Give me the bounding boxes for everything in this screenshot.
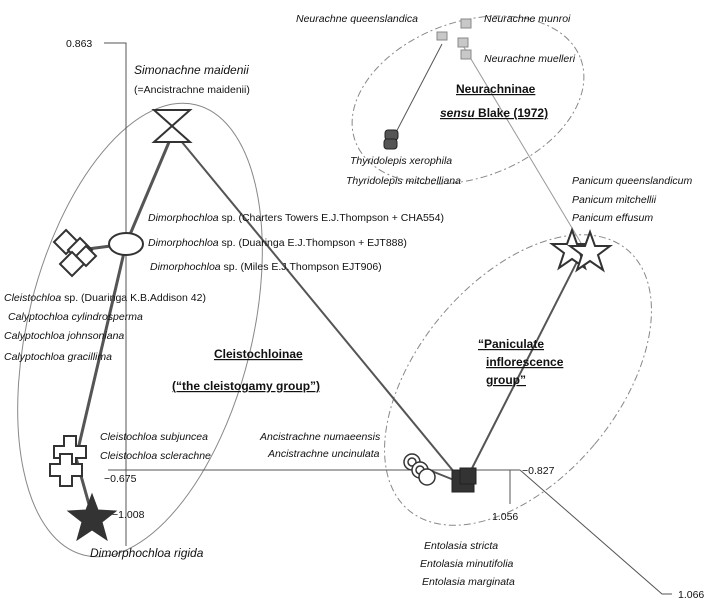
link-neurachne-to-panicum — [461, 43, 585, 249]
label-dimorphochloa-3: Dimorphochloa sp. (Miles E.J.Thompson EJ… — [150, 261, 382, 273]
thyridolepis-symbols — [383, 129, 399, 150]
axis-value-right-a: −0.827 — [522, 465, 555, 477]
label-ancistrachne-uncinulata: Ancistrachne uncinulata — [267, 448, 380, 460]
label-panicum-queenslandicum: Panicum queenslandicum — [572, 175, 692, 187]
label-dimorphochloa-2: Dimorphochloa sp. (Duaringa E.J.Thompson… — [148, 237, 407, 249]
label-panicum-effusum: Panicum effusum — [572, 212, 653, 224]
axis-value-bottom-left-b: −1.008 — [112, 509, 145, 521]
neurachne-symbols — [436, 18, 472, 60]
filled-star-symbol — [66, 492, 118, 542]
cross-symbols — [49, 435, 87, 487]
link-hourglass-to-square — [171, 129, 465, 485]
paniculate-group-ellipse — [384, 234, 652, 526]
axis-line-top-left — [104, 42, 127, 546]
label-ancistrachne-numaeensis: Ancistrachne numaeensis — [259, 431, 381, 443]
neurachninae-sensu: sensu — [440, 106, 475, 120]
label-cleistochloa-sp-genus: Cleistochloa — [4, 292, 61, 304]
label-calyptochloa-gracillima: Calyptochloa gracillima — [4, 351, 112, 363]
label-cleistochloa-sclerachne: Cleistochloa sclerachne — [100, 450, 211, 462]
paniculate-title-3: group” — [486, 373, 526, 387]
label-entolasia-minutifolia: Entolasia minutifolia — [420, 558, 514, 570]
diamond-symbols — [52, 228, 98, 278]
label-calyptochloa-johnsoniana: Calyptochloa johnsoniana — [4, 330, 124, 342]
neurachninae-subtitle: sensu Blake (1972) — [440, 106, 548, 120]
label-cleistochloa-subjuncea: Cleistochloa subjuncea — [100, 431, 208, 443]
label-cleistochloa-sp-rest: sp. (Duaringa K.B.Addison 42) — [61, 292, 206, 304]
link-square-to-stars — [463, 247, 585, 485]
outline-star-symbols — [549, 227, 613, 273]
axis-value-top-left: 0.863 — [66, 38, 92, 50]
paniculate-title-1: “Paniculate — [478, 337, 544, 351]
label-cleistochloa-sp: Cleistochloa sp. (Duaringa K.B.Addison 4… — [4, 292, 206, 304]
label-dimorphochloa-3-rest: sp. (Miles E.J.Thompson EJT906) — [221, 261, 382, 273]
label-dimorphochloa-rigida: Dimorphochloa rigida — [90, 546, 204, 560]
filled-square-symbols — [451, 467, 477, 493]
label-simonachne: Simonachne maidenii — [134, 63, 249, 77]
axis-value-right-c: 1.066 — [678, 589, 704, 601]
link-neurachne-to-thyridolepis — [391, 43, 443, 141]
ring-symbols — [403, 453, 436, 486]
label-thyridolepis-mitchelliana: Thyridolepis mitchelliana — [346, 175, 461, 187]
label-ancistrachne-maidenii: (=Ancistrachne maidenii) — [134, 84, 250, 96]
label-calyptochloa-cylindrosperma: Calyptochloa cylindrosperma — [8, 311, 143, 323]
label-neurachne-queenslandica: Neurachne queenslandica — [296, 13, 418, 25]
link-oval-to-crosses — [74, 243, 128, 459]
neurachninae-title: Neurachninae — [456, 82, 536, 96]
label-dimorphochloa-2-rest: sp. (Duaringa E.J.Thompson + EJT888) — [219, 237, 407, 249]
label-dimorphochloa-1-genus: Dimorphochloa — [148, 212, 219, 224]
label-dimorphochloa-3-genus: Dimorphochloa — [150, 261, 221, 273]
neurachninae-blake: Blake (1972) — [475, 106, 548, 120]
cleistochloinae-title: Cleistochloinae — [214, 347, 303, 361]
neurachninae-ellipse — [351, 15, 585, 185]
label-dimorphochloa-2-genus: Dimorphochloa — [148, 237, 219, 249]
label-neurachne-muelleri: Neurachne muelleri — [484, 53, 576, 65]
cleistochloinae-ellipse — [17, 102, 263, 558]
label-neurachne-munroi: Neurachne munroi — [484, 13, 571, 25]
paniculate-title-2: inflorescence — [486, 355, 564, 369]
hourglass-symbol — [151, 109, 193, 143]
axis-value-bottom-left-a: −0.675 — [104, 473, 137, 485]
axis-value-right-b: 1.056 — [492, 511, 518, 523]
label-dimorphochloa-1-rest: sp. (Charters Towers E.J.Thompson + CHA5… — [219, 212, 444, 224]
label-entolasia-marginata: Entolasia marginata — [422, 576, 515, 588]
link-hourglass-to-oval — [124, 134, 174, 245]
label-thyridolepis-xerophila: Thyridolepis xerophila — [350, 155, 452, 167]
axis-line-right-diagonal — [519, 469, 672, 595]
oval-symbol — [108, 232, 144, 256]
label-entolasia-stricta: Entolasia stricta — [424, 540, 498, 552]
label-panicum-mitchellii: Panicum mitchellii — [572, 194, 657, 206]
cleistochloinae-subtitle: (“the cleistogamy group”) — [172, 379, 320, 393]
label-dimorphochloa-1: Dimorphochloa sp. (Charters Towers E.J.T… — [148, 212, 444, 224]
